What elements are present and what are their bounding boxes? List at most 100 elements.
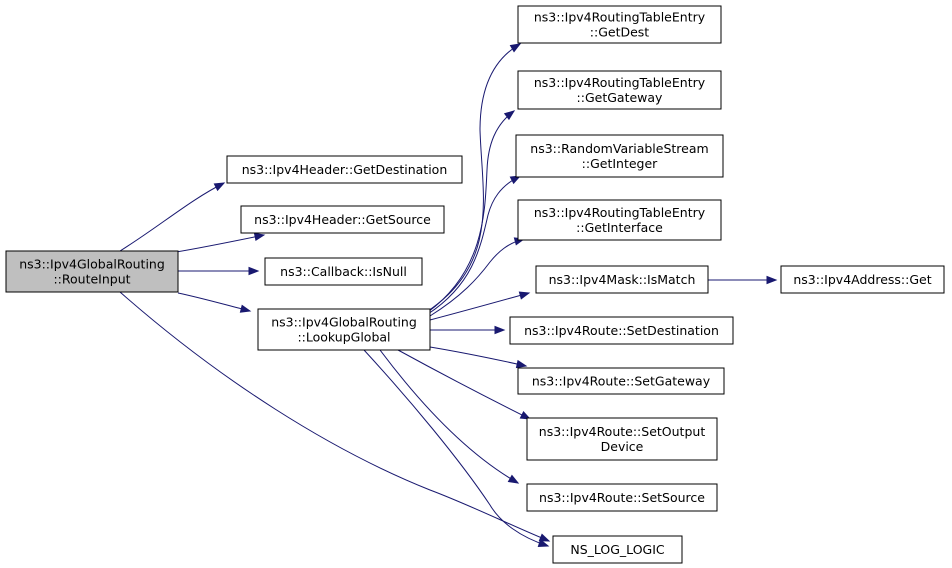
edge-line: [379, 349, 519, 484]
node-label-line: ::GetGateway: [577, 90, 664, 105]
edge-arrowhead: [766, 275, 778, 285]
edge-lookup-global-to-ns-log-logic: [363, 349, 550, 548]
node-label-line: ns3::Ipv4GlobalRouting: [19, 257, 165, 272]
node-set-gateway[interactable]: ns3::Ipv4Route::SetGateway: [517, 367, 725, 395]
node-label-line: ns3::Ipv4RoutingTableEntry: [534, 75, 706, 90]
node-set-source[interactable]: ns3::Ipv4Route::SetSource: [526, 483, 718, 512]
node-get-source[interactable]: ns3::Ipv4Header::GetSource: [240, 205, 445, 234]
node-get-dest[interactable]: ns3::Ipv4RoutingTableEntry::GetDest: [517, 5, 722, 44]
edge-route-input-to-ns-log-logic: [119, 291, 551, 542]
node-label-line: ns3::Ipv4Route::SetDestination: [524, 323, 719, 338]
edge-arrowhead: [239, 304, 252, 313]
node-get-gateway[interactable]: ns3::Ipv4RoutingTableEntry::GetGateway: [517, 70, 722, 110]
edge-line: [175, 234, 265, 253]
node-label-line: ns3::Ipv4Mask::IsMatch: [549, 272, 696, 287]
node-box: [517, 5, 722, 44]
edge-line: [429, 238, 525, 317]
edge-arrowhead: [515, 359, 528, 369]
edge-arrowhead: [253, 232, 266, 242]
node-box: [526, 483, 718, 512]
node-get-interface[interactable]: ns3::Ipv4RoutingTableEntry::GetInterface: [517, 199, 722, 241]
node-label-line: ns3::Ipv4Route::SetSource: [539, 490, 705, 505]
edge-arrowhead: [509, 175, 522, 185]
node-label-line: ns3::Ipv4Address::Get: [793, 272, 931, 287]
edge-arrowhead: [494, 325, 506, 335]
edge-line: [427, 43, 521, 312]
node-set-destination[interactable]: ns3::Ipv4Route::SetDestination: [509, 316, 734, 345]
edge-lookup-global-to-get-dest: [427, 43, 522, 312]
edge-lookup-global-to-set-destination: [430, 325, 506, 335]
edge-line: [427, 110, 515, 313]
edge-lookup-global-to-is-match: [429, 291, 531, 321]
node-ns-log-logic[interactable]: NS_LOG_LOGIC: [552, 535, 683, 564]
node-get-destination[interactable]: ns3::Ipv4Header::GetDestination: [226, 155, 463, 184]
node-route-input[interactable]: ns3::Ipv4GlobalRouting::RouteInput: [5, 250, 179, 293]
node-label-line: ns3::Ipv4Route::SetOutput: [539, 424, 706, 439]
edge-arrowhead: [538, 533, 551, 542]
edge-lookup-global-to-get-gateway: [427, 110, 516, 313]
node-label-line: ns3::Ipv4Route::SetGateway: [532, 374, 711, 389]
node-box: [535, 265, 709, 294]
node-lookup-global[interactable]: ns3::Ipv4GlobalRouting::LookupGlobal: [257, 308, 431, 351]
node-label-line: ::LookupGlobal: [297, 330, 390, 345]
node-box: [517, 70, 722, 110]
edge-line: [177, 292, 251, 312]
edge-route-input-to-lookup-global: [177, 292, 252, 313]
edge-line: [427, 175, 521, 315]
node-ipv4address-get[interactable]: ns3::Ipv4Address::Get: [780, 265, 945, 294]
node-box: [552, 535, 683, 564]
node-label-line: ns3::RandomVariableStream: [530, 141, 708, 156]
edge-lookup-global-to-set-output-device: [397, 349, 532, 420]
node-box: [5, 250, 179, 293]
node-is-match[interactable]: ns3::Ipv4Mask::IsMatch: [535, 265, 709, 294]
edge-line: [397, 349, 531, 420]
edge-lookup-global-to-set-source: [379, 349, 520, 484]
node-label-line: ::GetInterface: [576, 220, 663, 235]
node-is-null[interactable]: ns3::Callback::IsNull: [264, 257, 423, 286]
edge-lookup-global-to-set-gateway: [429, 346, 528, 369]
node-label-line: NS_LOG_LOGIC: [570, 542, 665, 557]
edge-line: [119, 291, 550, 542]
edge-line: [429, 346, 527, 367]
edge-arrowhead: [537, 539, 550, 548]
edges-layer: [119, 43, 778, 548]
nodes-layer: ns3::Ipv4GlobalRouting::RouteInputns3::I…: [5, 5, 945, 564]
edge-line: [119, 182, 225, 252]
edge-arrowhead: [507, 474, 520, 484]
node-box: [226, 155, 463, 184]
node-box: [240, 205, 445, 234]
node-box: [780, 265, 945, 294]
node-label-line: ns3::Ipv4Header::GetDestination: [242, 162, 448, 177]
edge-line: [363, 349, 549, 547]
node-label-line: ns3::Ipv4RoutingTableEntry: [534, 10, 706, 25]
node-box: [517, 199, 722, 241]
node-box: [264, 257, 423, 286]
node-label-line: ::GetDest: [590, 25, 650, 40]
edge-arrowhead: [519, 410, 532, 420]
edge-arrowhead: [518, 291, 531, 300]
node-box: [526, 417, 718, 461]
edge-route-input-to-is-null: [178, 266, 260, 276]
edge-arrowhead: [503, 110, 516, 121]
edge-arrowhead: [248, 266, 260, 276]
edge-arrowhead: [509, 43, 522, 53]
node-box: [517, 367, 725, 395]
node-box: [515, 134, 724, 178]
edge-lookup-global-to-get-integer: [427, 175, 522, 315]
edge-line: [429, 292, 530, 321]
node-label-line: ns3::Ipv4GlobalRouting: [271, 315, 417, 330]
node-box: [509, 316, 734, 345]
node-label-line: Device: [601, 439, 644, 454]
edge-route-input-to-get-destination: [119, 182, 226, 252]
node-get-integer[interactable]: ns3::RandomVariableStream::GetInteger: [515, 134, 724, 178]
node-box: [257, 308, 431, 351]
edge-route-input-to-get-source: [175, 232, 266, 253]
node-label-line: ns3::Ipv4Header::GetSource: [254, 212, 431, 227]
edge-arrowhead: [213, 182, 226, 192]
node-label-line: ::GetInteger: [582, 156, 659, 171]
node-label-line: ns3::Ipv4RoutingTableEntry: [534, 205, 706, 220]
edge-is-match-to-ipv4address-get: [708, 275, 778, 285]
